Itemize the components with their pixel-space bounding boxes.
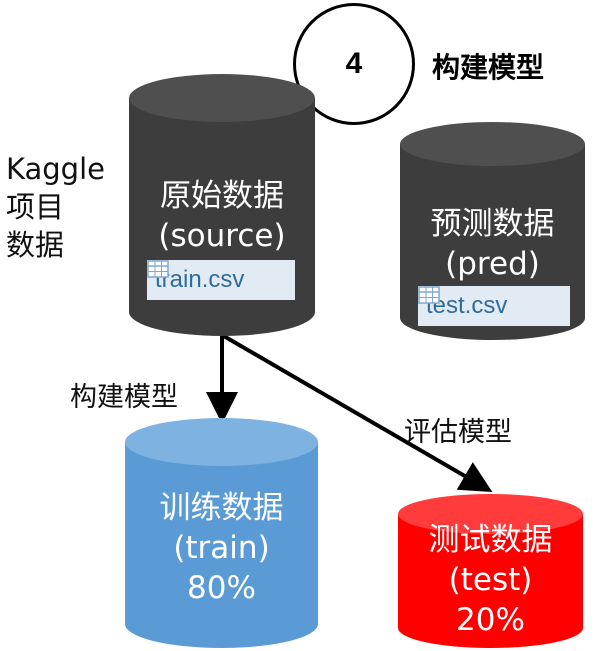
train-data-cylinder: 训练数据 (train) 80% [125,418,318,648]
step-number: 4 [345,47,363,80]
source-data-cylinder: 原始数据 (source) train.csv [129,74,315,336]
step-title: 构建模型 [432,51,545,84]
train-csv-filename: train.csv [155,266,245,293]
table-icon [147,260,169,278]
kaggle-project-data-label: Kaggle 项目 数据 [6,150,105,264]
build-model-edge-label: 构建模型 [70,382,178,413]
train-subtitle: (train) [173,530,270,566]
test-percentage: 20% [456,602,525,638]
side-label-line-3: 数据 [6,228,65,262]
pred-data-cylinder: 预测数据 (pred) test.csv [400,122,585,340]
pred-title: 预测数据 [430,206,555,242]
train-percentage: 80% [187,570,256,606]
train-title: 训练数据 [159,490,284,526]
pred-subtitle: (pred) [445,246,540,282]
test-subtitle: (test) [448,562,533,598]
test-data-cylinder: 测试数据 (test) 20% [398,494,583,648]
side-label-line-2: 项目 [6,190,65,224]
table-icon [418,286,440,304]
test-csv-file: test.csv [418,286,570,326]
source-title: 原始数据 [160,178,284,214]
source-subtitle: (source) [158,218,286,254]
step-number-circle: 4 [293,3,415,125]
evaluate-arrow [220,333,493,493]
train-csv-file: train.csv [147,260,295,300]
test-title: 测试数据 [428,522,553,558]
evaluate-model-edge-label: 评估模型 [404,417,512,448]
side-label-line-1: Kaggle [6,152,105,186]
